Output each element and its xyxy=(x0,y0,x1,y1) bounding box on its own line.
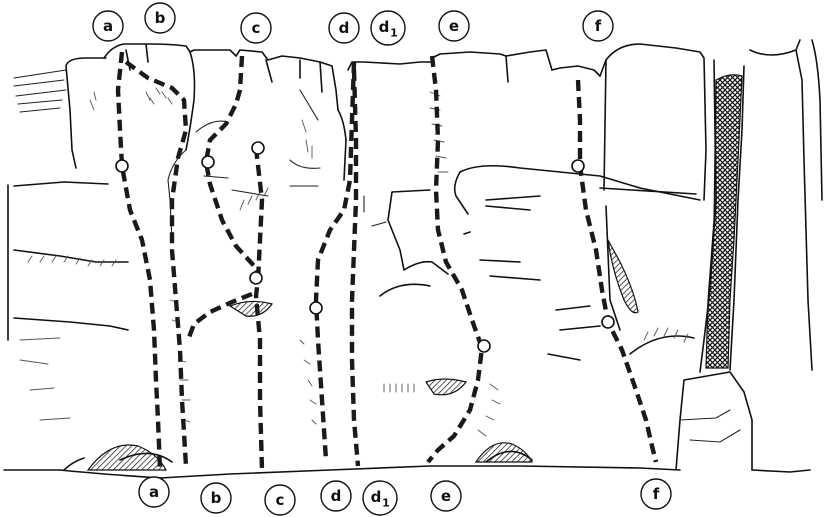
belay-station xyxy=(478,340,490,352)
svg-text:e: e xyxy=(441,487,451,505)
route-label-e-bottom: e xyxy=(431,481,461,511)
route-label-d1-top: d 1 xyxy=(371,11,405,45)
boulder-hatch-left xyxy=(88,445,166,470)
svg-text:d: d xyxy=(371,488,382,506)
route-label-d-bottom: d xyxy=(321,481,351,511)
belay-station xyxy=(250,272,262,284)
svg-text:f: f xyxy=(653,485,660,503)
route-lines xyxy=(118,52,656,470)
roof-hatch xyxy=(230,301,272,316)
svg-text:a: a xyxy=(149,483,159,501)
route-label-f-top: f xyxy=(583,11,613,41)
route-label-a-bottom: a xyxy=(139,477,169,507)
svg-text:d: d xyxy=(331,487,342,505)
route-label-b-top: b xyxy=(145,3,175,33)
route-c-traverse-line xyxy=(188,294,252,340)
belay-station xyxy=(252,142,264,154)
belay-station xyxy=(602,316,614,328)
rock-wall xyxy=(4,40,822,478)
route-d1-line xyxy=(352,70,358,466)
belay-station xyxy=(116,160,128,172)
belay-stations xyxy=(116,142,614,352)
route-label-a-top: a xyxy=(93,11,123,41)
route-c-alt-line xyxy=(256,148,262,280)
route-label-d1-bottom: d 1 xyxy=(363,481,397,515)
route-label-d-top: d xyxy=(329,13,359,43)
svg-text:1: 1 xyxy=(382,497,390,510)
belay-station xyxy=(310,302,322,314)
route-label-c-bottom: c xyxy=(265,485,295,515)
svg-text:d: d xyxy=(339,19,350,37)
route-label-b-bottom: b xyxy=(201,483,231,513)
svg-text:c: c xyxy=(276,491,285,509)
route-c-line xyxy=(206,56,262,470)
svg-text:1: 1 xyxy=(390,27,398,40)
flake-hatch-right xyxy=(608,240,638,313)
boulder-hatch-right xyxy=(476,443,532,462)
route-d-line xyxy=(316,62,354,460)
route-label-f-bottom: f xyxy=(641,479,671,509)
svg-text:a: a xyxy=(103,17,113,35)
svg-text:b: b xyxy=(211,489,222,507)
belay-station xyxy=(572,160,584,172)
route-a-line xyxy=(118,52,160,470)
top-route-labels: a b c d d 1 e f xyxy=(93,3,613,45)
route-e-line xyxy=(428,56,482,462)
ledge-hatch-middle xyxy=(426,379,466,395)
svg-text:c: c xyxy=(252,19,261,37)
bottom-route-labels: a b c d d 1 e f xyxy=(139,477,671,515)
route-label-e-top: e xyxy=(439,11,469,41)
route-label-c-top: c xyxy=(241,13,271,43)
svg-text:e: e xyxy=(449,17,459,35)
belay-station xyxy=(202,156,214,168)
svg-text:d: d xyxy=(379,18,390,36)
svg-text:b: b xyxy=(155,9,166,27)
svg-text:f: f xyxy=(595,17,602,35)
